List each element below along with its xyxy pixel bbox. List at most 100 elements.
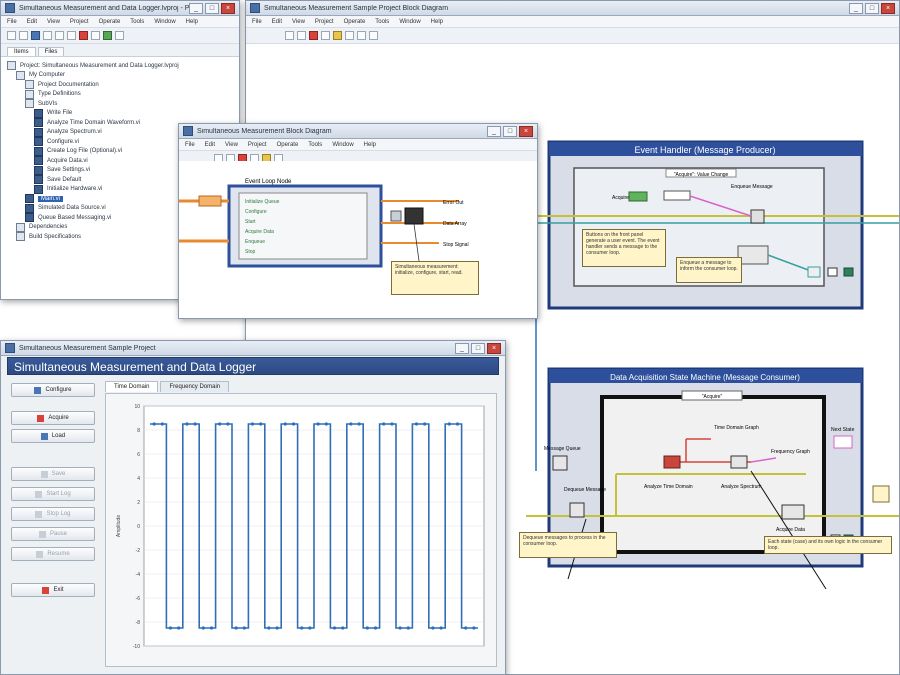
paste-icon[interactable]	[67, 31, 76, 40]
tree-item[interactable]: Acquire Data.vi	[7, 156, 233, 166]
menu-help[interactable]: Help	[363, 141, 376, 148]
tree-item[interactable]: Analyze Spectrum.vi	[7, 127, 233, 138]
minimize-button[interactable]: _	[849, 2, 863, 14]
tree-item[interactable]: Write File	[7, 108, 233, 119]
menu-view[interactable]: View	[47, 18, 60, 25]
configure-button[interactable]: Configure	[11, 383, 95, 397]
tree-item[interactable]: Simulated Data Source.vi	[7, 203, 233, 214]
tree-item[interactable]: Initialize Hardware.vi	[7, 184, 233, 195]
menu-tools[interactable]: Tools	[375, 18, 390, 25]
step-into-icon[interactable]	[357, 31, 366, 40]
build-icon[interactable]	[91, 31, 100, 40]
pause-button[interactable]: Pause	[11, 527, 95, 541]
copy-icon[interactable]	[55, 31, 64, 40]
tree-item-label: My Computer	[29, 72, 66, 79]
save-icon[interactable]	[31, 31, 40, 40]
exit-button[interactable]: Exit	[11, 583, 95, 597]
minimize-button[interactable]: _	[189, 2, 203, 14]
tree-item[interactable]: Save Settings.vi	[7, 165, 233, 176]
menu-window[interactable]: Window	[332, 141, 354, 148]
close-button[interactable]: ×	[487, 342, 501, 354]
delete-icon[interactable]	[79, 31, 88, 40]
minimize-button[interactable]: _	[487, 125, 501, 137]
run-continuously-icon[interactable]	[297, 31, 306, 40]
tree-item[interactable]: Dependencies	[7, 222, 233, 233]
cut-icon[interactable]	[43, 31, 52, 40]
maximize-button[interactable]: □	[503, 125, 517, 137]
tree-item[interactable]: Build Specifications	[7, 232, 233, 242]
menu-view[interactable]: View	[292, 18, 305, 25]
menu-file[interactable]: File	[7, 18, 17, 25]
abort-icon[interactable]	[309, 31, 318, 40]
retain-wire-icon[interactable]	[345, 31, 354, 40]
menu-project[interactable]: Project	[314, 18, 334, 25]
tree-item[interactable]: Configure.vi	[7, 137, 233, 147]
small-loop-label: Event Loop Node	[245, 179, 292, 185]
close-button[interactable]: ×	[881, 2, 895, 14]
tree-item[interactable]: Create Log File (Optional).vi	[7, 146, 233, 157]
maximize-button[interactable]: □	[865, 2, 879, 14]
menu-operate[interactable]: Operate	[343, 18, 366, 25]
tab-files[interactable]: Files	[37, 47, 65, 56]
deploy-icon[interactable]	[103, 31, 112, 40]
start-log-button[interactable]: Start Log	[11, 487, 95, 501]
tree-item[interactable]: Save Default	[7, 175, 233, 185]
menu-file[interactable]: File	[185, 141, 195, 148]
maximize-button[interactable]: □	[471, 342, 485, 354]
menu-help[interactable]: Help	[430, 18, 443, 25]
save-button[interactable]: Save	[11, 467, 95, 481]
menu-project[interactable]: Project	[247, 141, 267, 148]
tree-item[interactable]: My Computer	[7, 70, 233, 81]
new-icon[interactable]	[7, 31, 16, 40]
tab-time-domain[interactable]: Time Domain	[105, 381, 159, 392]
help-icon[interactable]	[115, 31, 124, 40]
pause-icon[interactable]	[321, 31, 330, 40]
menu-edit[interactable]: Edit	[26, 18, 38, 25]
tree-item[interactable]: Main.vi	[7, 194, 233, 204]
menu-window[interactable]: Window	[154, 18, 176, 25]
button-icon	[36, 550, 44, 558]
enum-constant	[663, 190, 691, 201]
load-button[interactable]: Load	[11, 429, 95, 443]
tree-item[interactable]: Project: Simultaneous Measurement and Da…	[7, 61, 233, 71]
tree-item[interactable]: SubVIs	[7, 99, 233, 109]
close-button[interactable]: ×	[221, 2, 235, 14]
menu-project[interactable]: Project	[69, 18, 89, 25]
project-titlebar[interactable]: Simultaneous Measurement and Data Logger…	[1, 1, 239, 16]
button-icon	[42, 586, 50, 594]
maximize-button[interactable]: □	[205, 2, 219, 14]
menu-file[interactable]: File	[252, 18, 262, 25]
menu-help[interactable]: Help	[185, 18, 198, 25]
close-button[interactable]: ×	[519, 125, 533, 137]
front-panel-titlebar[interactable]: Simultaneous Measurement Sample Project …	[1, 341, 505, 356]
acquire-button[interactable]: Acquire	[11, 411, 95, 425]
step-over-icon[interactable]	[369, 31, 378, 40]
menu-operate[interactable]: Operate	[276, 141, 299, 148]
vi-file-icon	[34, 175, 43, 185]
run-arrow-icon[interactable]	[285, 31, 294, 40]
menu-window[interactable]: Window	[399, 18, 421, 25]
main-diagram-titlebar[interactable]: Simultaneous Measurement Sample Project …	[246, 1, 899, 16]
tree-item[interactable]: Project Documentation	[7, 80, 233, 90]
open-icon[interactable]	[19, 31, 28, 40]
menu-edit[interactable]: Edit	[204, 141, 216, 148]
resume-button[interactable]: Resume	[11, 547, 95, 561]
menu-edit[interactable]: Edit	[271, 18, 283, 25]
tree-item[interactable]: Queue Based Messaging.vi	[7, 213, 233, 223]
project-tree[interactable]: Project: Simultaneous Measurement and Da…	[1, 57, 239, 246]
tab-frequency-domain[interactable]: Frequency Domain	[160, 381, 230, 392]
menu-tools[interactable]: Tools	[308, 141, 323, 148]
menu-view[interactable]: View	[225, 141, 238, 148]
highlight-execution-icon[interactable]	[333, 31, 342, 40]
tab-items[interactable]: Items	[7, 47, 36, 56]
menu-operate[interactable]: Operate	[98, 18, 121, 25]
button-icon	[35, 510, 43, 518]
tree-item[interactable]: Type Definitions	[7, 89, 233, 100]
small-diagram-titlebar[interactable]: Simultaneous Measurement Block Diagram _…	[179, 124, 537, 139]
minimize-button[interactable]: _	[455, 342, 469, 354]
tree-item[interactable]: Analyze Time Domain Waveform.vi	[7, 118, 233, 128]
menu-tools[interactable]: Tools	[130, 18, 145, 25]
stop-log-button[interactable]: Stop Log	[11, 507, 95, 521]
